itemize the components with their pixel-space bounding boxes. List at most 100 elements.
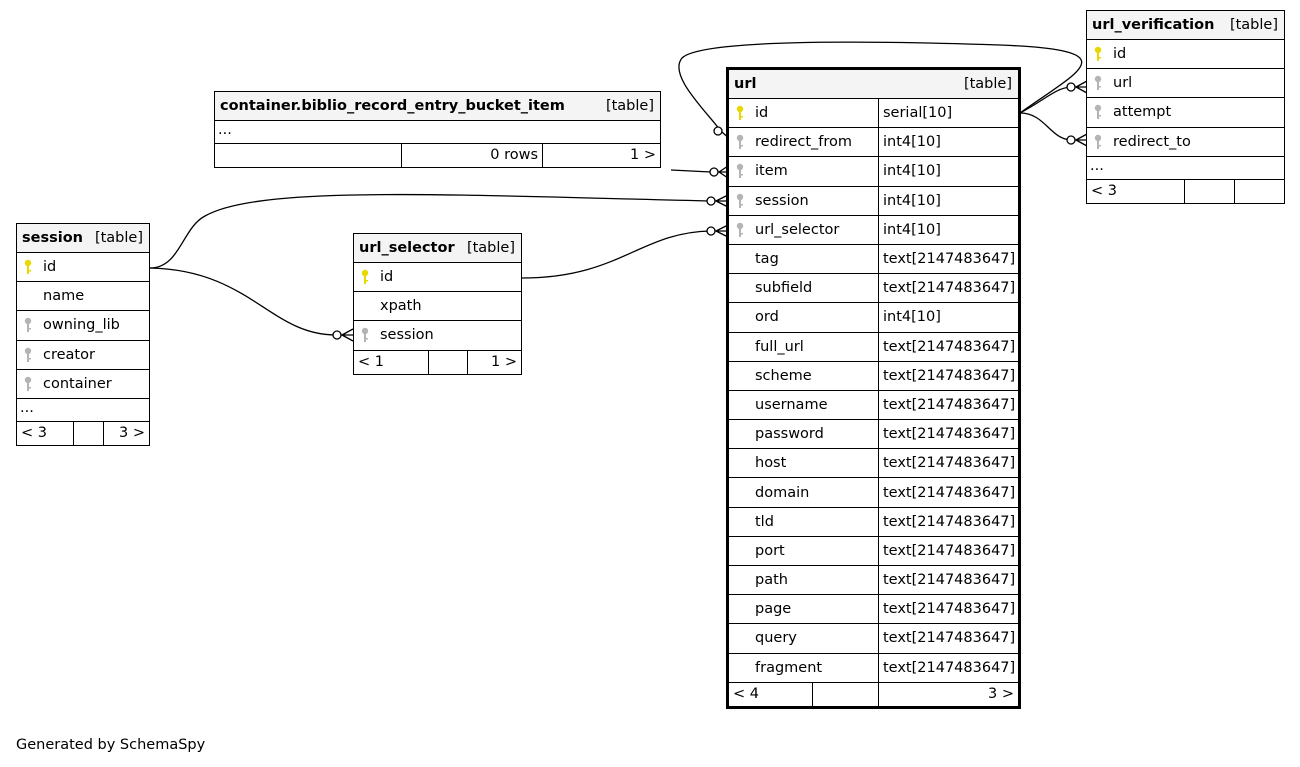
column-type: int4[10] [878, 157, 1018, 186]
column-row[interactable]: session int4[10] [729, 186, 1018, 216]
column-row[interactable]: redirect_from int4[10] [729, 128, 1018, 158]
column-row[interactable]: container [17, 370, 149, 399]
table-footer: < 3 3 > [17, 421, 149, 445]
table-bucket-item[interactable]: container.biblio_record_entry_bucket_ite… [214, 91, 661, 168]
column-row[interactable]: password text[2147483647] [729, 420, 1018, 450]
edge-marker [709, 167, 719, 177]
edge-marker [706, 226, 716, 236]
foreign-key-icon [1087, 104, 1109, 120]
primary-key-icon [17, 259, 39, 275]
foreign-key-icon [729, 134, 751, 150]
footer-children: 3 > [878, 682, 1018, 706]
column-type: serial[10] [878, 99, 1018, 128]
footer-children: 3 > [103, 421, 149, 445]
column-name: ord [755, 309, 779, 326]
column-row[interactable]: owning_lib [17, 311, 149, 341]
column-name: scheme [755, 367, 812, 384]
edge-marker [713, 126, 723, 136]
column-name: full_url [755, 338, 804, 355]
column-name: session [755, 192, 809, 209]
column-type: int4[10] [878, 215, 1018, 244]
table-header: url_selector[table] [354, 234, 521, 263]
column-row[interactable]: id [17, 253, 149, 283]
column-type: text[2147483647] [878, 449, 1018, 478]
column-row[interactable]: url_selector int4[10] [729, 215, 1018, 245]
column-name: id [43, 259, 57, 276]
column-row[interactable]: page text[2147483647] [729, 595, 1018, 625]
more-columns-ellipsis: ... [215, 121, 660, 144]
column-row[interactable]: id [1087, 40, 1284, 70]
column-name: port [755, 542, 785, 559]
column-row[interactable]: name [17, 282, 149, 312]
column-row[interactable]: tag text[2147483647] [729, 244, 1018, 275]
column-row[interactable]: redirect_to [1087, 128, 1284, 157]
foreign-key-icon [354, 327, 376, 343]
foreign-key-icon [729, 163, 751, 179]
column-name: redirect_to [1113, 133, 1191, 150]
more-columns-ellipsis: ... [1087, 157, 1284, 180]
column-type: int4[10] [878, 128, 1018, 157]
column-type: text[2147483647] [878, 244, 1018, 274]
foreign-key-icon [17, 317, 39, 333]
column-name: url_selector [755, 221, 840, 238]
column-row[interactable]: xpath [354, 292, 521, 322]
column-name: redirect_from [755, 134, 853, 151]
column-name: page [755, 601, 792, 618]
table-footer: < 3 [1087, 179, 1284, 203]
column-row[interactable]: attempt [1087, 98, 1284, 128]
column-name: username [755, 396, 828, 413]
column-name: tag [755, 251, 779, 268]
edge-marker [1075, 133, 1088, 147]
column-row[interactable]: creator [17, 341, 149, 370]
table-name: session [22, 230, 83, 246]
column-row[interactable]: item int4[10] [729, 157, 1018, 187]
column-type: text[2147483647] [878, 507, 1018, 536]
table-name: url [734, 76, 757, 92]
column-row[interactable]: session [354, 321, 521, 351]
edge-marker [1066, 82, 1076, 92]
table-header: url[table] [729, 70, 1018, 99]
footer-parents: < 4 [733, 685, 759, 702]
column-type: text[2147483647] [878, 536, 1018, 565]
footer-rows [812, 682, 878, 706]
column-type: text[2147483647] [878, 653, 1018, 682]
column-type: text[2147483647] [878, 332, 1018, 361]
column-row[interactable]: id [354, 263, 521, 293]
column-name: password [755, 426, 824, 443]
foreign-key-icon [17, 347, 39, 363]
column-name: domain [755, 484, 810, 501]
edge-item [670, 169, 712, 173]
table-type: [table] [605, 98, 654, 114]
column-name: session [380, 327, 434, 344]
column-type: text[2147483647] [878, 595, 1018, 624]
edge-session-url-selector [149, 267, 337, 336]
table-type: [table] [94, 230, 143, 246]
column-row[interactable]: url [1087, 69, 1284, 99]
column-row[interactable]: port text[2147483647] [729, 536, 1018, 566]
column-type: int4[10] [878, 186, 1018, 215]
table-footer: < 1 1 > [354, 350, 521, 374]
table-header: url_verification[table] [1087, 11, 1284, 40]
column-row[interactable]: full_url text[2147483647] [729, 332, 1018, 362]
column-name: item [755, 163, 788, 180]
edge-session-url [149, 193, 712, 269]
column-type: text[2147483647] [878, 420, 1018, 449]
footer-rows: 0 rows [401, 144, 542, 167]
